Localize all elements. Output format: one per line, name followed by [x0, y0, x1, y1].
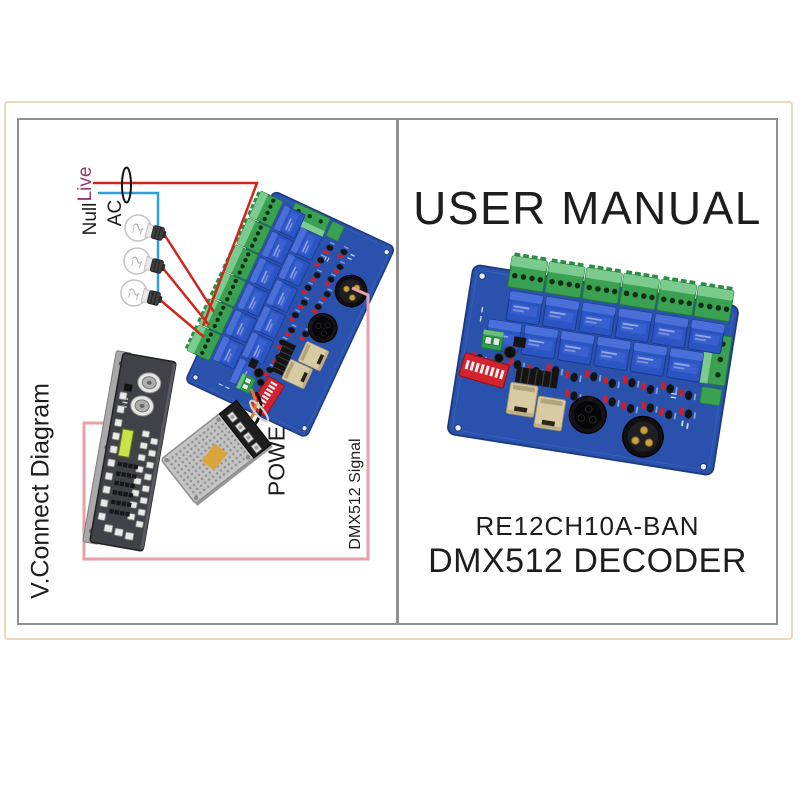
null-label: Null	[80, 202, 101, 236]
model-name: RE12CH10A-BAN	[475, 511, 700, 541]
power-supply-label: POWE	[263, 425, 290, 497]
live-label: Live	[75, 166, 96, 202]
user-manual-title: USER MANUAL	[413, 182, 762, 234]
ac-label: AC	[105, 199, 126, 227]
dmx-signal-label: DMX512 Signal	[347, 438, 364, 550]
connect-diagram-title: V.Connect Diagram	[26, 383, 55, 599]
product-name: DMX512 DECODER	[428, 542, 747, 580]
